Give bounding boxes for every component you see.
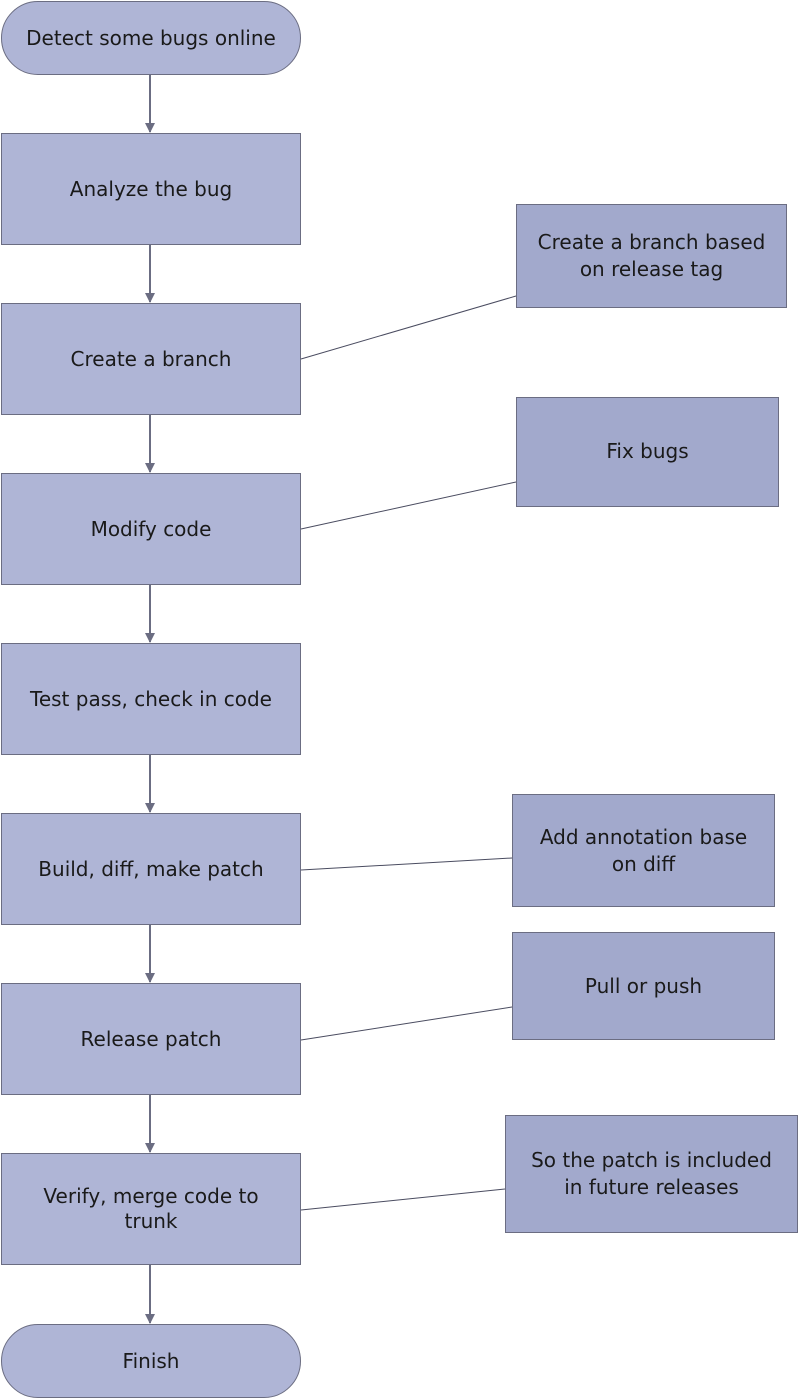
leader-fix-note xyxy=(300,481,517,530)
note-future-releases: So the patch is included in future relea… xyxy=(505,1115,798,1233)
leader-branch-note xyxy=(300,295,517,360)
start-terminal: Detect some bugs online xyxy=(1,1,301,75)
note-branch-release-tag: Create a branch based on release tag xyxy=(516,204,787,308)
step-test-checkin: Test pass, check in code xyxy=(1,643,301,755)
finish-terminal: Finish xyxy=(1,1324,301,1398)
step-release-patch: Release patch xyxy=(1,983,301,1095)
leader-annotation-note xyxy=(300,857,513,871)
step-modify-code: Modify code xyxy=(1,473,301,585)
step-verify-merge: Verify, merge code to trunk xyxy=(1,1153,301,1265)
leader-future-note xyxy=(300,1188,506,1211)
step-create-branch: Create a branch xyxy=(1,303,301,415)
step-analyze-bug: Analyze the bug xyxy=(1,133,301,245)
note-pull-push: Pull or push xyxy=(512,932,775,1040)
note-annotation-diff: Add annotation base on diff xyxy=(512,794,775,907)
step-build-diff-patch: Build, diff, make patch xyxy=(1,813,301,925)
leader-pullpush-note xyxy=(300,1006,513,1041)
note-fix-bugs: Fix bugs xyxy=(516,397,779,507)
